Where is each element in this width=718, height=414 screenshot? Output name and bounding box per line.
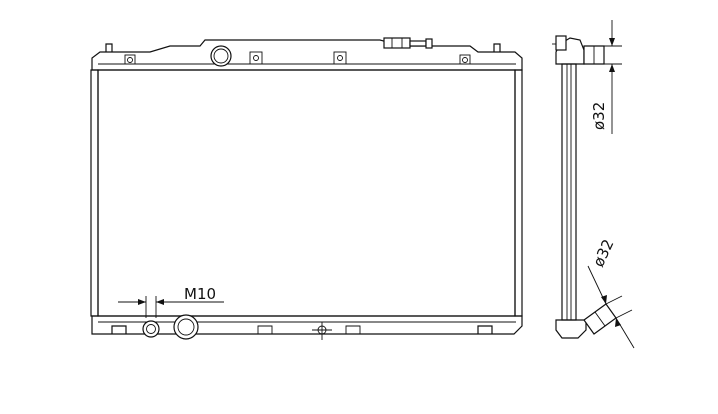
lower-outlet-pipe (173, 314, 199, 340)
drain-plug (142, 320, 160, 338)
inlet-diameter-label: ø32 (590, 102, 608, 130)
radiator-side-view: ø32 ø32 (552, 20, 635, 349)
thread-size-label: M10 (184, 285, 216, 303)
outlet-diameter-label: ø32 (589, 236, 617, 269)
upper-diameter-dimension: ø32 (590, 20, 622, 134)
filler-cap (383, 37, 433, 49)
m10-dimension: M10 (118, 285, 224, 318)
radiator-core (97, 69, 516, 317)
right-side-rail (514, 69, 523, 317)
bottom-tank (91, 314, 523, 340)
left-side-rail (90, 69, 99, 317)
top-tank (91, 37, 523, 71)
radiator-front-view: M10 (90, 37, 523, 340)
side-core (561, 63, 577, 321)
